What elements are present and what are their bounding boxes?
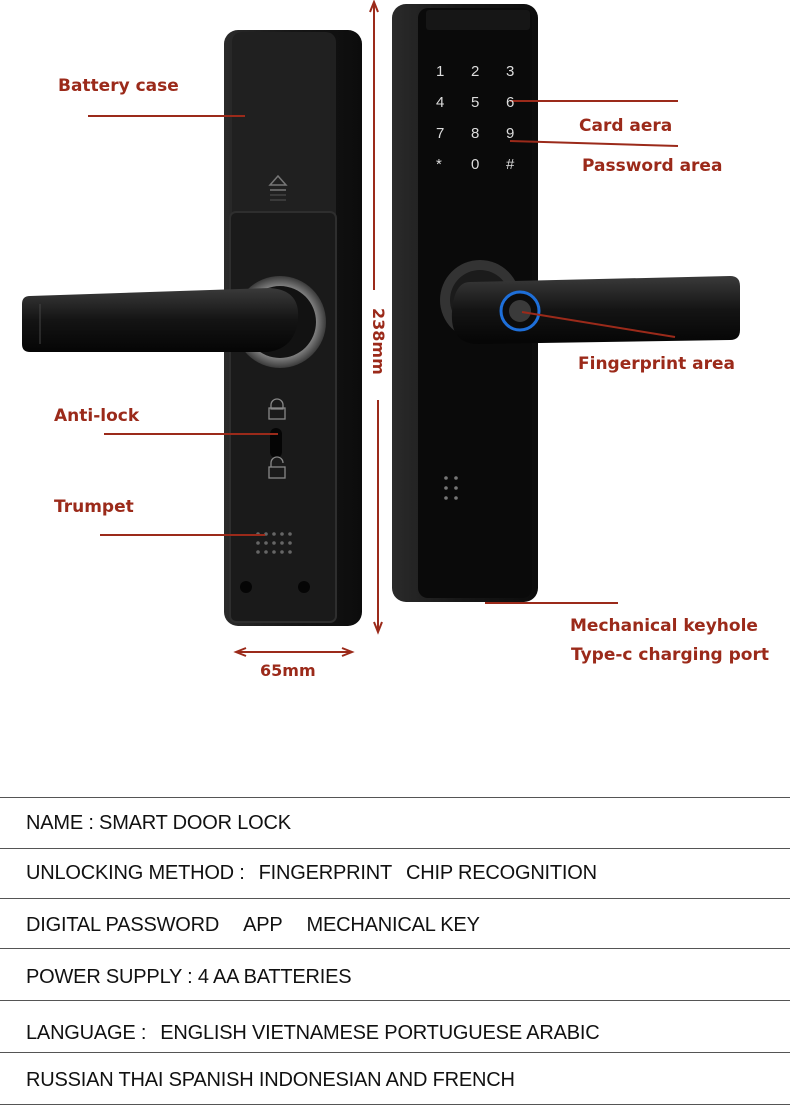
key-3: 3 bbox=[506, 63, 515, 80]
key-6: 6 bbox=[506, 94, 515, 111]
spec-method-app: APP bbox=[243, 914, 283, 936]
key-5: 5 bbox=[471, 94, 480, 111]
spec-method-password: DIGITAL PASSWORD bbox=[26, 914, 220, 936]
label-anti-lock: Anti-lock bbox=[54, 406, 140, 426]
back-handle bbox=[22, 288, 299, 352]
divider bbox=[0, 898, 790, 899]
speaker-grille bbox=[256, 532, 292, 554]
key-0: 0 bbox=[471, 156, 480, 173]
label-password-area: Password area bbox=[582, 156, 723, 176]
key-8: 8 bbox=[471, 125, 480, 142]
spec-language: LANGUAGE : ENGLISH VIETNAMESE PORTUGUESE … bbox=[26, 1022, 613, 1045]
door-lock-illustration bbox=[22, 0, 740, 657]
label-mechanical-keyhole: Mechanical keyhole bbox=[570, 616, 758, 636]
spec-language-list-1: ENGLISH VIETNAMESE PORTUGUESE ARABIC bbox=[160, 1022, 600, 1044]
divider bbox=[0, 1052, 790, 1053]
leader-lines bbox=[88, 0, 679, 657]
key-9: 9 bbox=[506, 125, 515, 142]
divider bbox=[0, 797, 790, 798]
label-card-area: Card aera bbox=[579, 116, 673, 136]
front-handle bbox=[451, 276, 740, 344]
divider bbox=[0, 848, 790, 849]
spec-unlocking-fingerprint: FINGERPRINT bbox=[258, 862, 393, 884]
key-7: 7 bbox=[436, 125, 445, 142]
spec-methods: DIGITAL PASSWORD APP MECHANICAL KEY bbox=[26, 914, 494, 937]
label-fingerprint-area: Fingerprint area bbox=[578, 354, 736, 374]
key-4: 4 bbox=[436, 94, 445, 111]
spec-name: NAME : SMART DOOR LOCK bbox=[26, 812, 291, 834]
label-typec-port: Type-c charging port bbox=[571, 645, 769, 665]
key-hash: # bbox=[506, 156, 515, 173]
spec-language-label: LANGUAGE : bbox=[26, 1022, 147, 1044]
spec-unlocking-chip: CHIP RECOGNITION bbox=[406, 862, 597, 884]
spec-method-key: MECHANICAL KEY bbox=[306, 914, 480, 936]
key-2: 2 bbox=[471, 63, 480, 80]
divider bbox=[0, 948, 790, 949]
label-battery-case: Battery case bbox=[58, 76, 179, 96]
height-dimension: 238mm bbox=[369, 308, 388, 375]
label-trumpet: Trumpet bbox=[54, 497, 134, 517]
spec-power: POWER SUPPLY : 4 AA BATTERIES bbox=[26, 966, 352, 988]
spec-unlocking-label: UNLOCKING METHOD : bbox=[26, 862, 245, 884]
divider bbox=[0, 1000, 790, 1001]
key-1: 1 bbox=[436, 63, 445, 80]
width-dimension: 65mm bbox=[260, 661, 316, 680]
divider bbox=[0, 1104, 790, 1105]
spec-language-continued: RUSSIAN THAI SPANISH INDONESIAN AND FREN… bbox=[26, 1069, 515, 1091]
spec-unlocking: UNLOCKING METHOD : FINGERPRINT CHIP RECOGN… bbox=[26, 862, 611, 885]
key-star: * bbox=[436, 156, 442, 173]
